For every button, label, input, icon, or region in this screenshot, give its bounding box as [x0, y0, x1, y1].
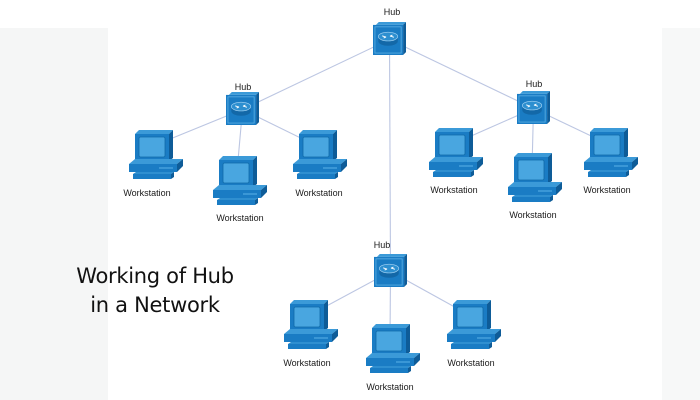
- hub-hub-top[interactable]: Hub: [373, 7, 406, 55]
- workstation-ws-bottom-1[interactable]: Workstation: [283, 300, 338, 368]
- workstation-label: Workstation: [447, 358, 494, 368]
- workstation-ws-left-3[interactable]: Workstation: [292, 130, 347, 198]
- link-hub-top-to-hub-left: [242, 39, 390, 110]
- workstation-label: Workstation: [295, 188, 342, 198]
- hub-icon: [373, 22, 406, 55]
- workstation-ws-left-1[interactable]: Workstation: [123, 130, 183, 198]
- workstation-label: Workstation: [366, 382, 413, 392]
- workstation-label: Workstation: [216, 213, 263, 223]
- hub-icon: [517, 91, 550, 124]
- hub-hub-left[interactable]: Hub: [226, 82, 259, 125]
- workstation-label: Workstation: [509, 210, 556, 220]
- hub-icon: [226, 92, 259, 125]
- hub-label: Hub: [384, 7, 401, 17]
- workstation-ws-right-1[interactable]: Workstation: [428, 128, 483, 195]
- workstation-label: Workstation: [123, 188, 170, 198]
- workstation-ws-right-3[interactable]: Workstation: [583, 128, 638, 195]
- workstation-label: Workstation: [283, 358, 330, 368]
- hub-label: Hub: [526, 79, 543, 89]
- background-panel-left: [0, 28, 108, 400]
- hub-label: Hub: [235, 82, 252, 92]
- title-line-2: in a Network: [90, 293, 220, 317]
- hub-icon: [374, 254, 407, 287]
- workstation-ws-right-2[interactable]: Workstation: [507, 153, 562, 220]
- hub-label: Hub: [374, 240, 391, 250]
- workstation-label: Workstation: [583, 185, 630, 195]
- diagram-title: Working of Hub in a Network: [55, 262, 255, 320]
- workstation-icon: [292, 130, 347, 180]
- hub-hub-bottom[interactable]: Hub: [374, 240, 407, 287]
- workstation-icon: [446, 300, 501, 350]
- workstation-ws-bottom-2[interactable]: Workstation: [365, 324, 420, 392]
- workstation-label: Workstation: [430, 185, 477, 195]
- workstation-icon: [283, 300, 338, 350]
- link-hub-top-to-hub-bottom: [388, 39, 392, 272]
- workstation-icon: [428, 128, 483, 178]
- workstation-icon: [212, 156, 267, 206]
- workstation-ws-left-2[interactable]: Workstation: [212, 156, 267, 223]
- workstation-ws-bottom-3[interactable]: Workstation: [446, 300, 501, 368]
- workstation-icon: [365, 324, 420, 374]
- workstation-icon: [507, 153, 562, 203]
- link-hub-top-to-hub-right: [389, 39, 534, 109]
- title-line-1: Working of Hub: [76, 264, 234, 288]
- background-panel-right: [662, 28, 700, 400]
- workstation-icon: [583, 128, 638, 178]
- hub-hub-right[interactable]: Hub: [517, 79, 550, 124]
